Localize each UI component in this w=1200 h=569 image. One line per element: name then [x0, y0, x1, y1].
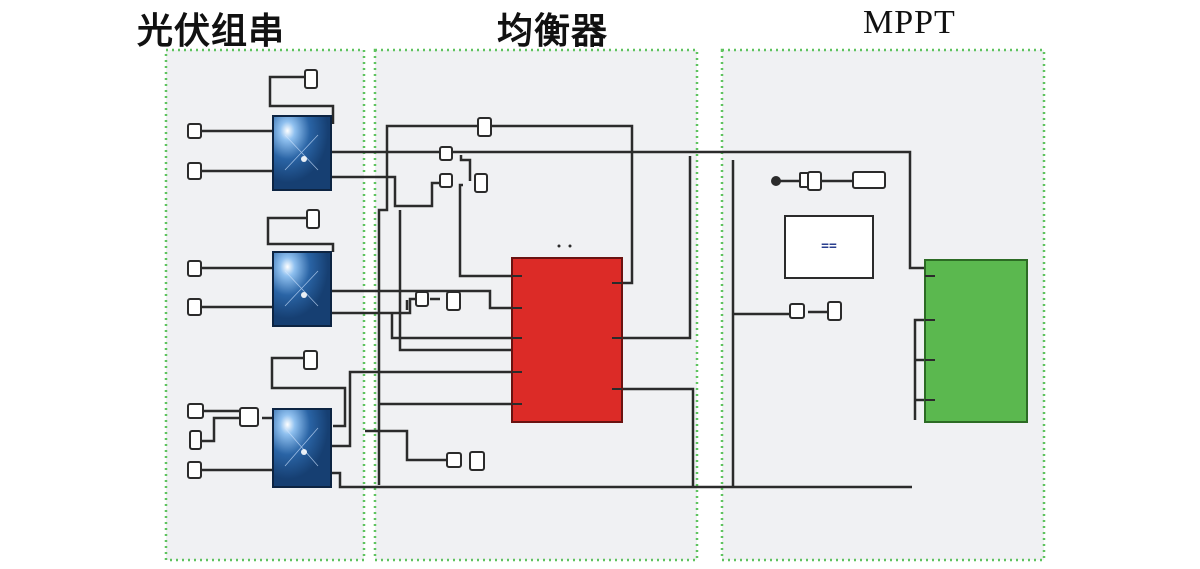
mppt-block[interactable]: [924, 259, 1028, 423]
pv-string-title: 光伏组串: [137, 11, 286, 52]
port-blocks[interactable]: [187, 69, 886, 479]
pv-module-3[interactable]: [272, 408, 332, 488]
pv-module-1[interactable]: [272, 115, 332, 191]
scope-display[interactable]: ==: [784, 215, 874, 279]
wiring: [198, 75, 925, 489]
sum-junction-blocks[interactable]: [415, 146, 809, 468]
equalizer-title: 均衡器: [497, 11, 609, 52]
pv-module-2[interactable]: [272, 251, 332, 327]
mppt-title: MPPT: [863, 4, 956, 41]
equalizer-block[interactable]: [511, 244, 623, 423]
scope-icon: ==: [821, 239, 837, 254]
